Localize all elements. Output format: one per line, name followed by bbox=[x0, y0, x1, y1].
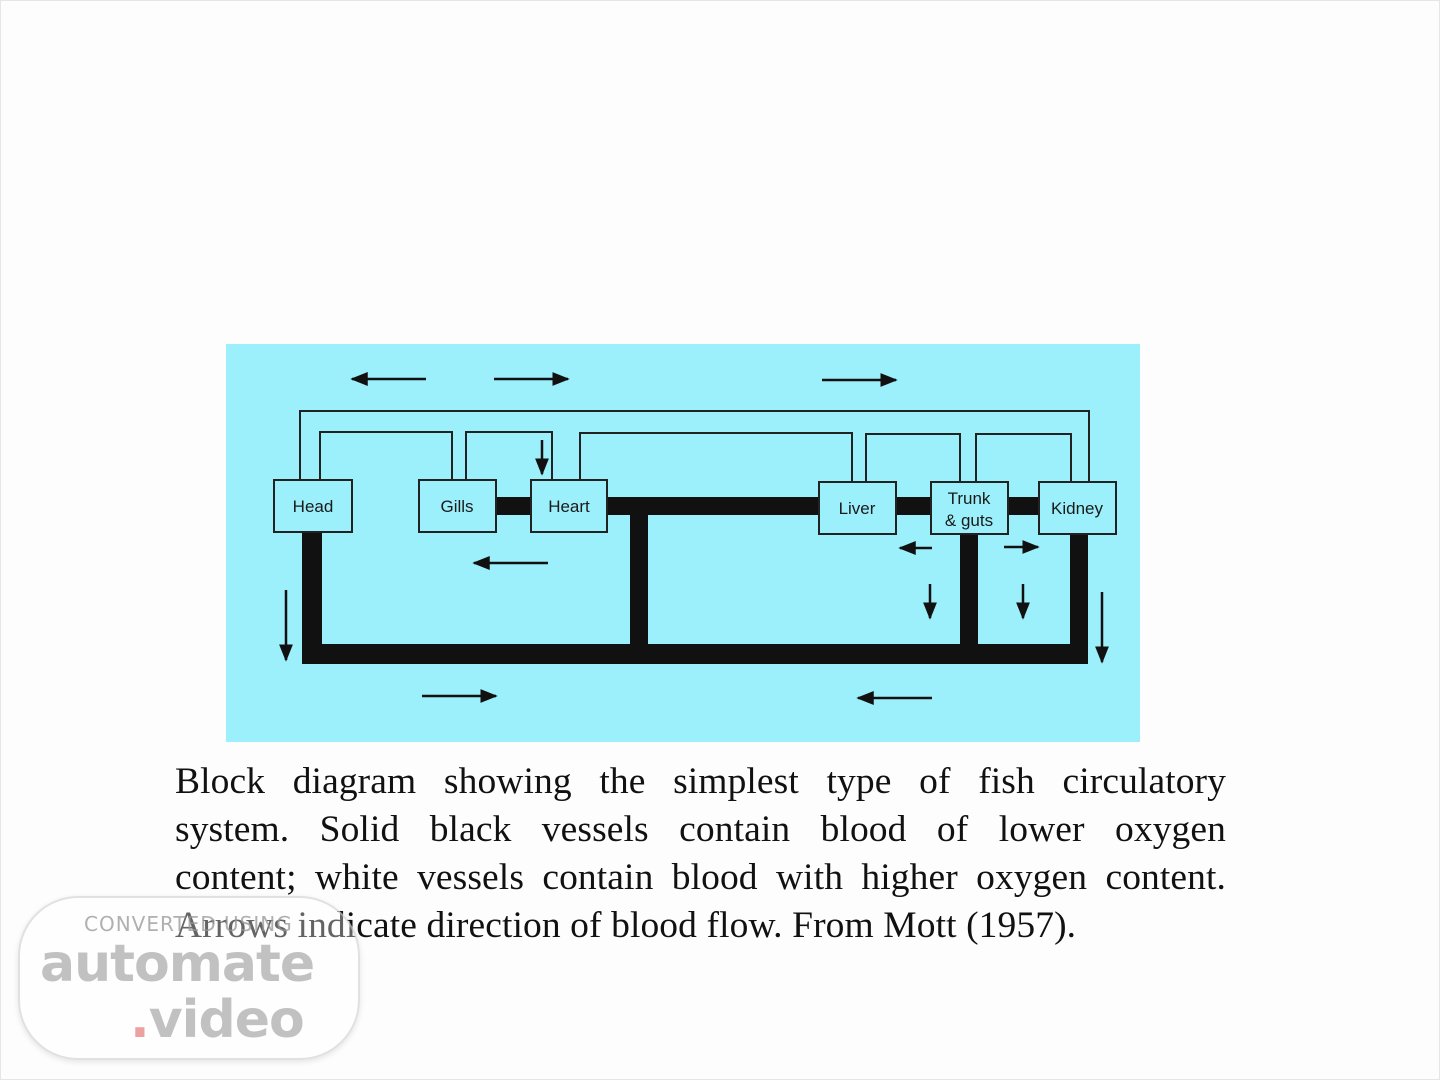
black-vessels bbox=[302, 497, 1088, 664]
gills-label: Gills bbox=[440, 497, 473, 516]
liver-label: Liver bbox=[839, 499, 876, 518]
white-vessels bbox=[299, 410, 1090, 482]
kidney-box bbox=[1038, 481, 1117, 535]
gills-box bbox=[418, 479, 497, 533]
watermark-small-text: CONVERTED USING bbox=[84, 912, 293, 936]
trunk-guts-box bbox=[930, 481, 1009, 535]
kidney-label: Kidney bbox=[1051, 499, 1103, 518]
circulatory-diagram: Head Gills Heart Liver Trunk & guts Kidn… bbox=[226, 344, 1140, 742]
flow-arrows bbox=[279, 372, 1109, 705]
diagram-svg: Head Gills Heart Liver Trunk & guts Kidn… bbox=[273, 372, 1117, 705]
caption-line-3: content; white vessels contain blood wit… bbox=[175, 857, 1226, 898]
watermark-brand-2: .video bbox=[130, 990, 305, 1050]
caption-line-1: Block diagram showing the simplest type … bbox=[175, 761, 1226, 802]
caption-line-2: system. Solid black vessels contain bloo… bbox=[175, 809, 1226, 850]
trunk-label-line1: Trunk bbox=[948, 489, 991, 508]
liver-box bbox=[818, 481, 897, 535]
watermark-badge: CONVERTED USING automate .video bbox=[18, 896, 360, 1060]
head-label: Head bbox=[293, 497, 334, 516]
watermark-dot: . bbox=[130, 990, 150, 1050]
watermark-brand: automate bbox=[40, 934, 315, 994]
organ-boxes: Head Gills Heart Liver Trunk & guts Kidn… bbox=[273, 479, 1117, 535]
heart-label: Heart bbox=[548, 497, 590, 516]
trunk-label-line2: & guts bbox=[945, 511, 993, 530]
heart-box bbox=[530, 479, 608, 533]
watermark-video-text: video bbox=[148, 990, 305, 1050]
head-box bbox=[273, 479, 353, 533]
